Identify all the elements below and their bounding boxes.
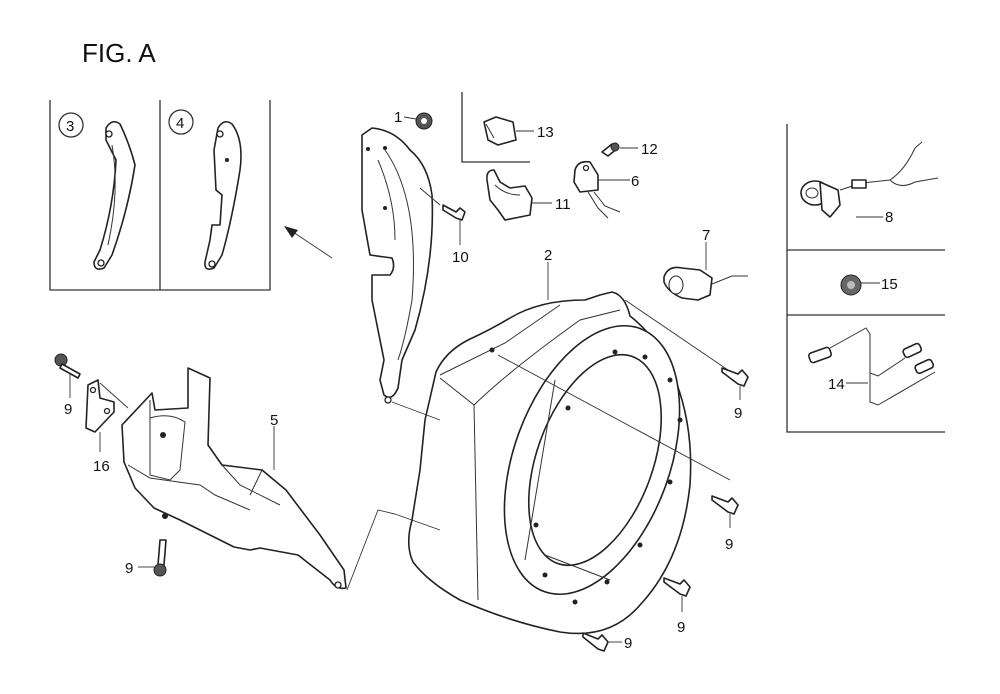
part-14-wire-harness: 14 (807, 327, 936, 406)
part-number-label: 12 (641, 141, 658, 158)
part-8-sensor-harness: 8 (800, 141, 939, 226)
part-7-sensor: 7 (663, 227, 748, 301)
arm-bracket-left (93, 120, 136, 270)
part-number-label: 5 (270, 412, 278, 429)
part-11-clamp: 11 (486, 169, 571, 221)
part-number-label: 8 (885, 209, 893, 226)
right-parts-panel: 8 15 14 (786, 124, 945, 433)
part-10-bolt: 10 (419, 187, 469, 266)
part-9-bolt-f: 9 (125, 539, 167, 577)
figure-title: FIG. A (82, 38, 156, 68)
right-panel-border (786, 124, 945, 433)
part-number-label: 2 (544, 247, 552, 264)
part-number-label: 11 (555, 196, 571, 213)
part-9-bolt-b: 9 (711, 495, 739, 553)
part-number-label: 9 (734, 405, 742, 422)
part-number-label: 1 (394, 109, 402, 126)
part-5-lower-shroud: 5 (121, 367, 347, 590)
part-16-stay-bracket: 16 (85, 379, 129, 475)
upper-shroud (361, 127, 434, 404)
fan-cover-bolt-holes (489, 347, 683, 605)
leader-cover-bolt-a (624, 299, 729, 371)
part-number-label: 10 (452, 249, 469, 266)
part-number-label: 9 (725, 536, 733, 553)
part-13-clip: 13 (483, 116, 554, 146)
part-number-label: 7 (702, 227, 710, 244)
part-1-grommet: 1 (394, 109, 433, 130)
leader-shroud-cover (391, 401, 441, 421)
part-9-bolt-e: 9 (54, 353, 81, 418)
part-number-label: 14 (828, 376, 845, 393)
arrow-to-inset (284, 226, 333, 259)
part-number-label: 9 (677, 619, 685, 636)
leader-shroud5-cover (346, 509, 441, 591)
part-number-label: 4 (176, 115, 184, 132)
part-12-screw: 12 (601, 141, 658, 158)
callout-3: 3 (58, 112, 84, 138)
part-9-bolt-d: 9 (582, 632, 632, 652)
callout-4: 4 (168, 109, 194, 135)
part-number-label: 6 (631, 173, 639, 190)
part-number-label: 9 (624, 635, 632, 652)
part-2-fan-cover: 2 (407, 247, 692, 635)
part-number-label: 9 (64, 401, 72, 418)
part-number-label: 16 (93, 458, 110, 475)
part-15-grommet: 15 (840, 274, 898, 296)
part-9-bolt-c: 9 (663, 577, 691, 636)
inset-box: 3 4 (49, 100, 271, 291)
part-number-label: 9 (125, 560, 133, 577)
part-number-label: 3 (66, 118, 74, 135)
part-number-label: 15 (881, 276, 898, 293)
arm-bracket-right (204, 120, 242, 270)
part-9-bolt-a: 9 (721, 367, 749, 422)
clip-bracket-box (461, 92, 530, 163)
part-6-plate: 6 (573, 160, 639, 219)
leader-cover-bolt-b (497, 354, 731, 481)
part-number-label: 13 (537, 124, 554, 141)
